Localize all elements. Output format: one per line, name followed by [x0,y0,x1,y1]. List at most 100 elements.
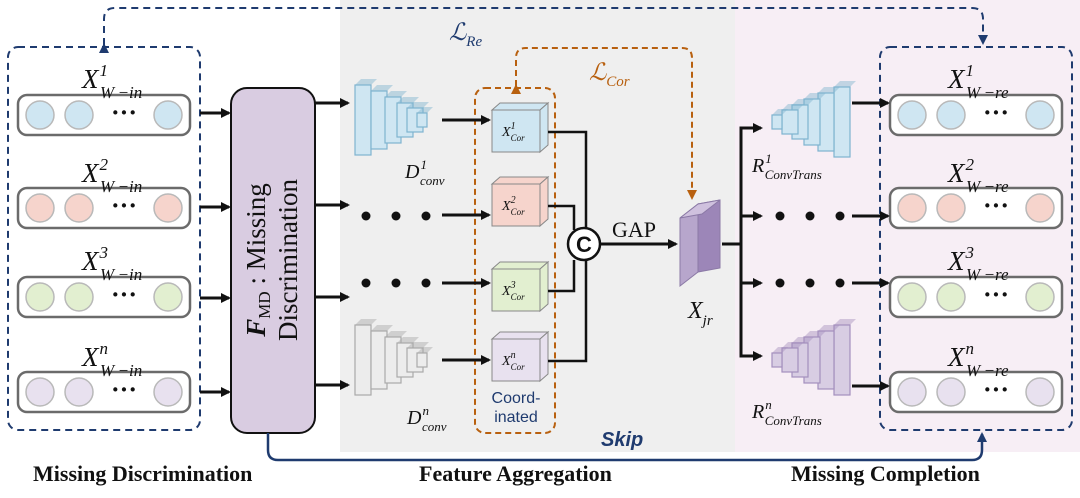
decoder-stack-n-layer-6 [771,352,783,368]
section-label-missing-discrimination: Missing Discrimination [33,461,253,486]
input-ellipsis: ··· [111,98,137,127]
coordinated-feature-face [491,109,541,153]
encoder-stack-n-layer-top-6 [417,347,433,353]
decoder-stack-n-layer-top-6 [772,347,788,353]
decoder-stack-1-layer-top-6 [772,109,788,115]
coordinated-feature-top [490,102,550,111]
output-element-1 [897,100,927,130]
joint-to-decoder-arrows [722,123,763,361]
encoder-to-feature-arrows [442,115,491,365]
section-label-missing-completion: Missing Completion [791,461,980,486]
encoder-stack-n-layer-top-5 [407,342,429,348]
section-label-feature-aggregation: Feature Aggregation [419,461,612,486]
svg-text:Discrimination: Discrimination [273,179,303,341]
input-element-3 [153,100,183,130]
output-capsule [888,93,1064,137]
encoder-stack-n-layer-top-3 [385,331,407,337]
input-capsule [16,370,192,414]
decoder-stack-n-layer-top-2 [818,325,840,331]
input-element-1 [25,193,55,223]
output-ellipsis: ··· [983,98,1009,127]
output-element-3 [1025,100,1055,130]
output-ellipsis: ··· [983,375,1009,404]
input-element-3 [153,282,183,312]
output-ellipsis: ··· [983,191,1009,220]
coordinated-feature-face [491,268,541,312]
coordinated-feature-top [490,331,550,340]
encoder-stack-1 [354,79,433,156]
encoder-dots-row-2 [361,211,431,221]
decoder-stack-n-layer-top-4 [792,337,814,343]
encoder-stack-n-layer-1 [354,324,372,396]
encoder-stack-n-layer-6 [416,352,428,368]
coordinated-feature-top [490,176,550,185]
input-element-1 [25,282,55,312]
skip-connection-line [266,432,987,462]
decoder-stack-1 [771,81,856,158]
input-to-module-arrows [200,108,231,397]
decoder-stack-1-layer-top-2 [818,87,840,93]
coordinated-feature-side [539,101,549,154]
input-element-1 [25,100,55,130]
decoder-to-output-arrows [852,98,890,391]
input-capsule [16,186,192,230]
output-element-2 [936,282,966,312]
svg-text:FMD : Missing: FMD : Missing [241,183,274,337]
output-capsule [888,370,1064,414]
input-element-2 [64,282,94,312]
input-ellipsis: ··· [111,280,137,309]
joint-representation-label: Xjr [687,298,713,329]
decoder-dots-row-3 [775,278,845,288]
decoder-stack-n-layer-top-5 [782,342,804,348]
encoder-stack-1-layer-top-3 [385,91,407,97]
input-element-1 [25,377,55,407]
feature-to-concat-lines [548,130,588,363]
decoder-stack-1-layer-6 [771,114,783,130]
decoder-stack-1-layer-top-1 [834,81,856,87]
encoder-stack-n [354,319,433,396]
output-capsule [888,186,1064,230]
decoder-stack-1-layer-top-5 [782,104,804,110]
encoder-stack-1-layer-top-6 [417,107,433,113]
output-element-1 [897,377,927,407]
decoder-stack-1-layer-top-3 [804,93,826,99]
decoder-stack-n-layer-1 [833,324,851,396]
output-ellipsis: ··· [983,280,1009,309]
output-element-2 [936,193,966,223]
input-ellipsis: ··· [111,375,137,404]
output-element-2 [936,377,966,407]
coordinated-feature-side [539,175,549,228]
reconstruction-loss-arc [99,7,988,53]
encoder-stack-1-layer-1 [354,84,372,156]
input-element-2 [64,100,94,130]
decoder-stack-n-layer-top-1 [834,319,856,325]
coordinated-feature-top [490,261,550,270]
encoder-stack-n-layer-top-2 [371,325,393,331]
gap-label: GAP [612,217,656,242]
output-element-1 [897,193,927,223]
decoder-stack-n [771,319,856,396]
